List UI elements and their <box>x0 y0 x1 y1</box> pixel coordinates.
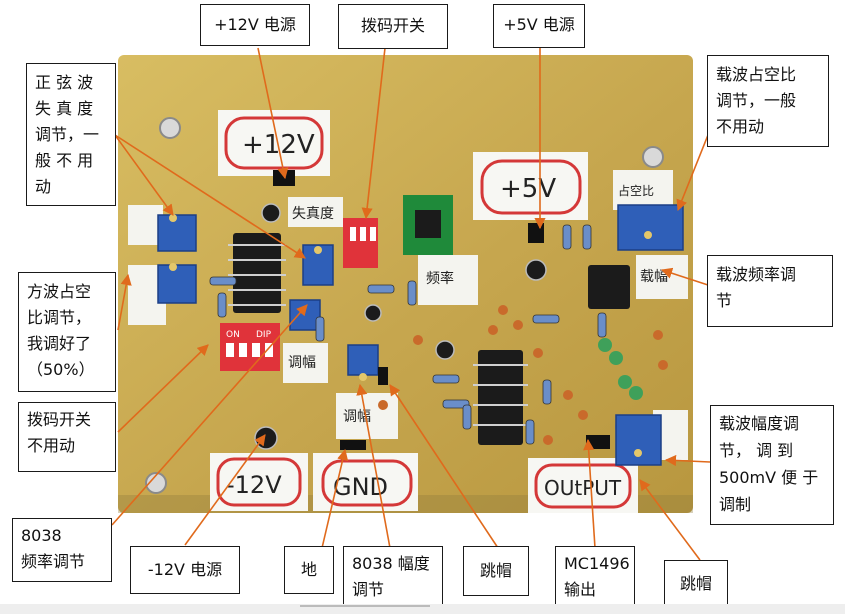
callout-square-duty: 方波占空 比调节， 我调好了 （50%） <box>18 272 116 392</box>
label-output: OUtPUT <box>528 458 638 513</box>
svg-text:占空比: 占空比 <box>618 183 654 198</box>
callout-carrier-duty: 载波占空比 调节，一般 不用动 <box>707 55 829 147</box>
svg-text:载幅: 载幅 <box>640 269 668 285</box>
tag-freq <box>418 255 478 305</box>
callout-ground: 地 <box>284 546 334 594</box>
callout-minus12v: -12V 电源 <box>130 546 240 594</box>
svg-text:DIP: DIP <box>256 330 272 340</box>
callout-mc1496: MC1496 输出 <box>555 546 635 608</box>
svg-text:调幅: 调幅 <box>343 409 371 425</box>
ceramic-capacitor-icon <box>378 305 668 445</box>
green-inductor-icon <box>598 338 643 400</box>
minus12v-board-text: -12V <box>226 471 282 499</box>
svg-text:ON: ON <box>226 330 240 340</box>
callout-jumper-right: 跳帽 <box>664 560 728 608</box>
label-minus12v: -12V <box>210 453 308 511</box>
callout-plus5v: +5V 电源 <box>493 4 585 48</box>
callout-sine-distortion: 正 弦 波 失 真 度 调节，一 般 不 用 动 <box>26 63 116 206</box>
svg-text:失真度: 失真度 <box>292 206 334 222</box>
callout-plus12v: +12V 电源 <box>200 4 310 46</box>
pcb-board-photo: +12V +5V -12V GND OUtPUT 失真度 频率 <box>118 55 693 513</box>
label-plus5v: +5V <box>473 152 588 220</box>
gnd-board-text: GND <box>333 473 388 501</box>
label-plus12v: +12V <box>218 110 330 176</box>
callout-8038-amp: 8038 幅度 调节 <box>343 546 443 608</box>
svg-text:调幅: 调幅 <box>288 355 316 371</box>
plus12v-board-text: +12V <box>242 130 315 160</box>
output-board-text: OUtPUT <box>544 476 622 500</box>
bottom-strip <box>0 604 845 614</box>
plus5v-board-text: +5V <box>500 174 556 204</box>
callout-carrier-freq: 载波频率调 节 <box>707 255 833 327</box>
callout-jumper-left: 跳帽 <box>463 546 529 596</box>
tag-duty <box>613 170 673 210</box>
callout-dip-unused: 拨码开关 不用动 <box>18 402 116 472</box>
breakout-board-icon <box>403 195 453 255</box>
bottom-divider <box>300 605 430 607</box>
callout-dip-switch-top: 拨码开关 <box>338 4 448 49</box>
callout-carrier-amp: 载波幅度调 节， 调 到 500mV 便 于 调制 <box>710 405 834 525</box>
svg-text:频率: 频率 <box>426 270 454 287</box>
label-gnd: GND <box>313 453 418 511</box>
callout-8038-freq: 8038 频率调节 <box>12 518 112 582</box>
